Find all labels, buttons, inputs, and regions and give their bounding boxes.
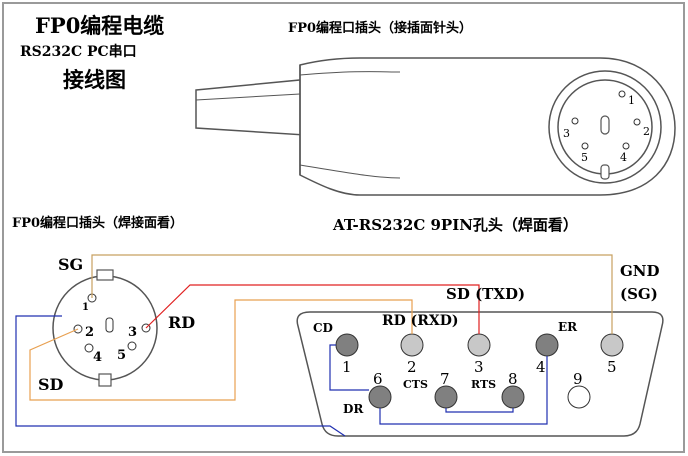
label-rts: RTS <box>471 378 496 391</box>
din-pin-1: 1 <box>82 302 89 313</box>
db9-pin-2: 2 <box>407 358 417 376</box>
title-line-1: FP0编程电缆 <box>35 13 165 38</box>
plug-face-pin-1: 1 <box>628 94 635 107</box>
db9-connector <box>296 311 664 437</box>
sd-wire <box>29 299 413 401</box>
db9-signal-labels: CD RD (RXD) SD (TXD) ER CTS RTS DR GND (… <box>313 262 660 416</box>
db9-pin-7: 7 <box>440 370 450 388</box>
db9-pin-9: 9 <box>573 370 583 388</box>
db9-pin-4: 4 <box>536 358 546 376</box>
title-line-2: RS232C PC串口 <box>20 44 137 60</box>
label-din-sg: SG <box>58 255 83 274</box>
sg-wire <box>91 254 613 334</box>
din-pin-4: 4 <box>93 350 102 365</box>
cable-illustration: 1 3 2 5 4 <box>195 57 676 196</box>
din-signal-labels: SG RD SD <box>38 255 195 394</box>
heading-db9: AT-RS232C 9PIN孔头（焊面看） <box>333 216 578 234</box>
db9-pin-8: 8 <box>508 370 518 388</box>
rd-wire <box>145 284 480 334</box>
jumper-cts-rts <box>445 408 514 413</box>
plug-face-pin-2: 2 <box>643 125 650 138</box>
db9-pin-numbers: 1 2 3 4 5 6 7 8 9 <box>342 358 617 388</box>
din-pin-2: 2 <box>85 325 94 340</box>
mini-din-connector: 1 2 3 4 5 <box>52 269 158 387</box>
label-cts: CTS <box>403 378 428 391</box>
label-er: ER <box>558 320 578 334</box>
jumper-er-dr <box>379 356 548 425</box>
din-pin-3: 3 <box>128 325 137 340</box>
label-sg-paren: (SG) <box>620 285 658 303</box>
db9-pin-6: 6 <box>373 370 383 388</box>
label-din-rd: RD <box>168 313 195 332</box>
plug-face-pin-3: 3 <box>563 127 570 140</box>
wires <box>15 254 613 437</box>
title-line-3: 接线图 <box>63 67 126 92</box>
db9-pin-1: 1 <box>342 358 352 376</box>
label-din-sd: SD <box>38 375 64 394</box>
label-cd: CD <box>313 321 333 335</box>
db9-pin-5: 5 <box>607 358 617 376</box>
label-sd-txd: SD (TXD) <box>446 285 525 303</box>
plug-face-pin-5: 5 <box>581 151 588 164</box>
label-gnd: GND <box>620 262 660 280</box>
plug-face-pin-4: 4 <box>620 151 627 164</box>
label-dr: DR <box>343 402 364 416</box>
din-pin-5: 5 <box>117 348 126 363</box>
heading-plug-solder: FP0编程口插头（焊接面看） <box>12 216 184 231</box>
db9-pin-3: 3 <box>474 358 484 376</box>
heading-plug-top: FP0编程口插头（接插面针头） <box>288 21 473 36</box>
frame-wire <box>15 315 346 437</box>
jumper-cd-dr <box>329 344 369 391</box>
label-rd-rxd: RD (RXD) <box>382 313 459 329</box>
